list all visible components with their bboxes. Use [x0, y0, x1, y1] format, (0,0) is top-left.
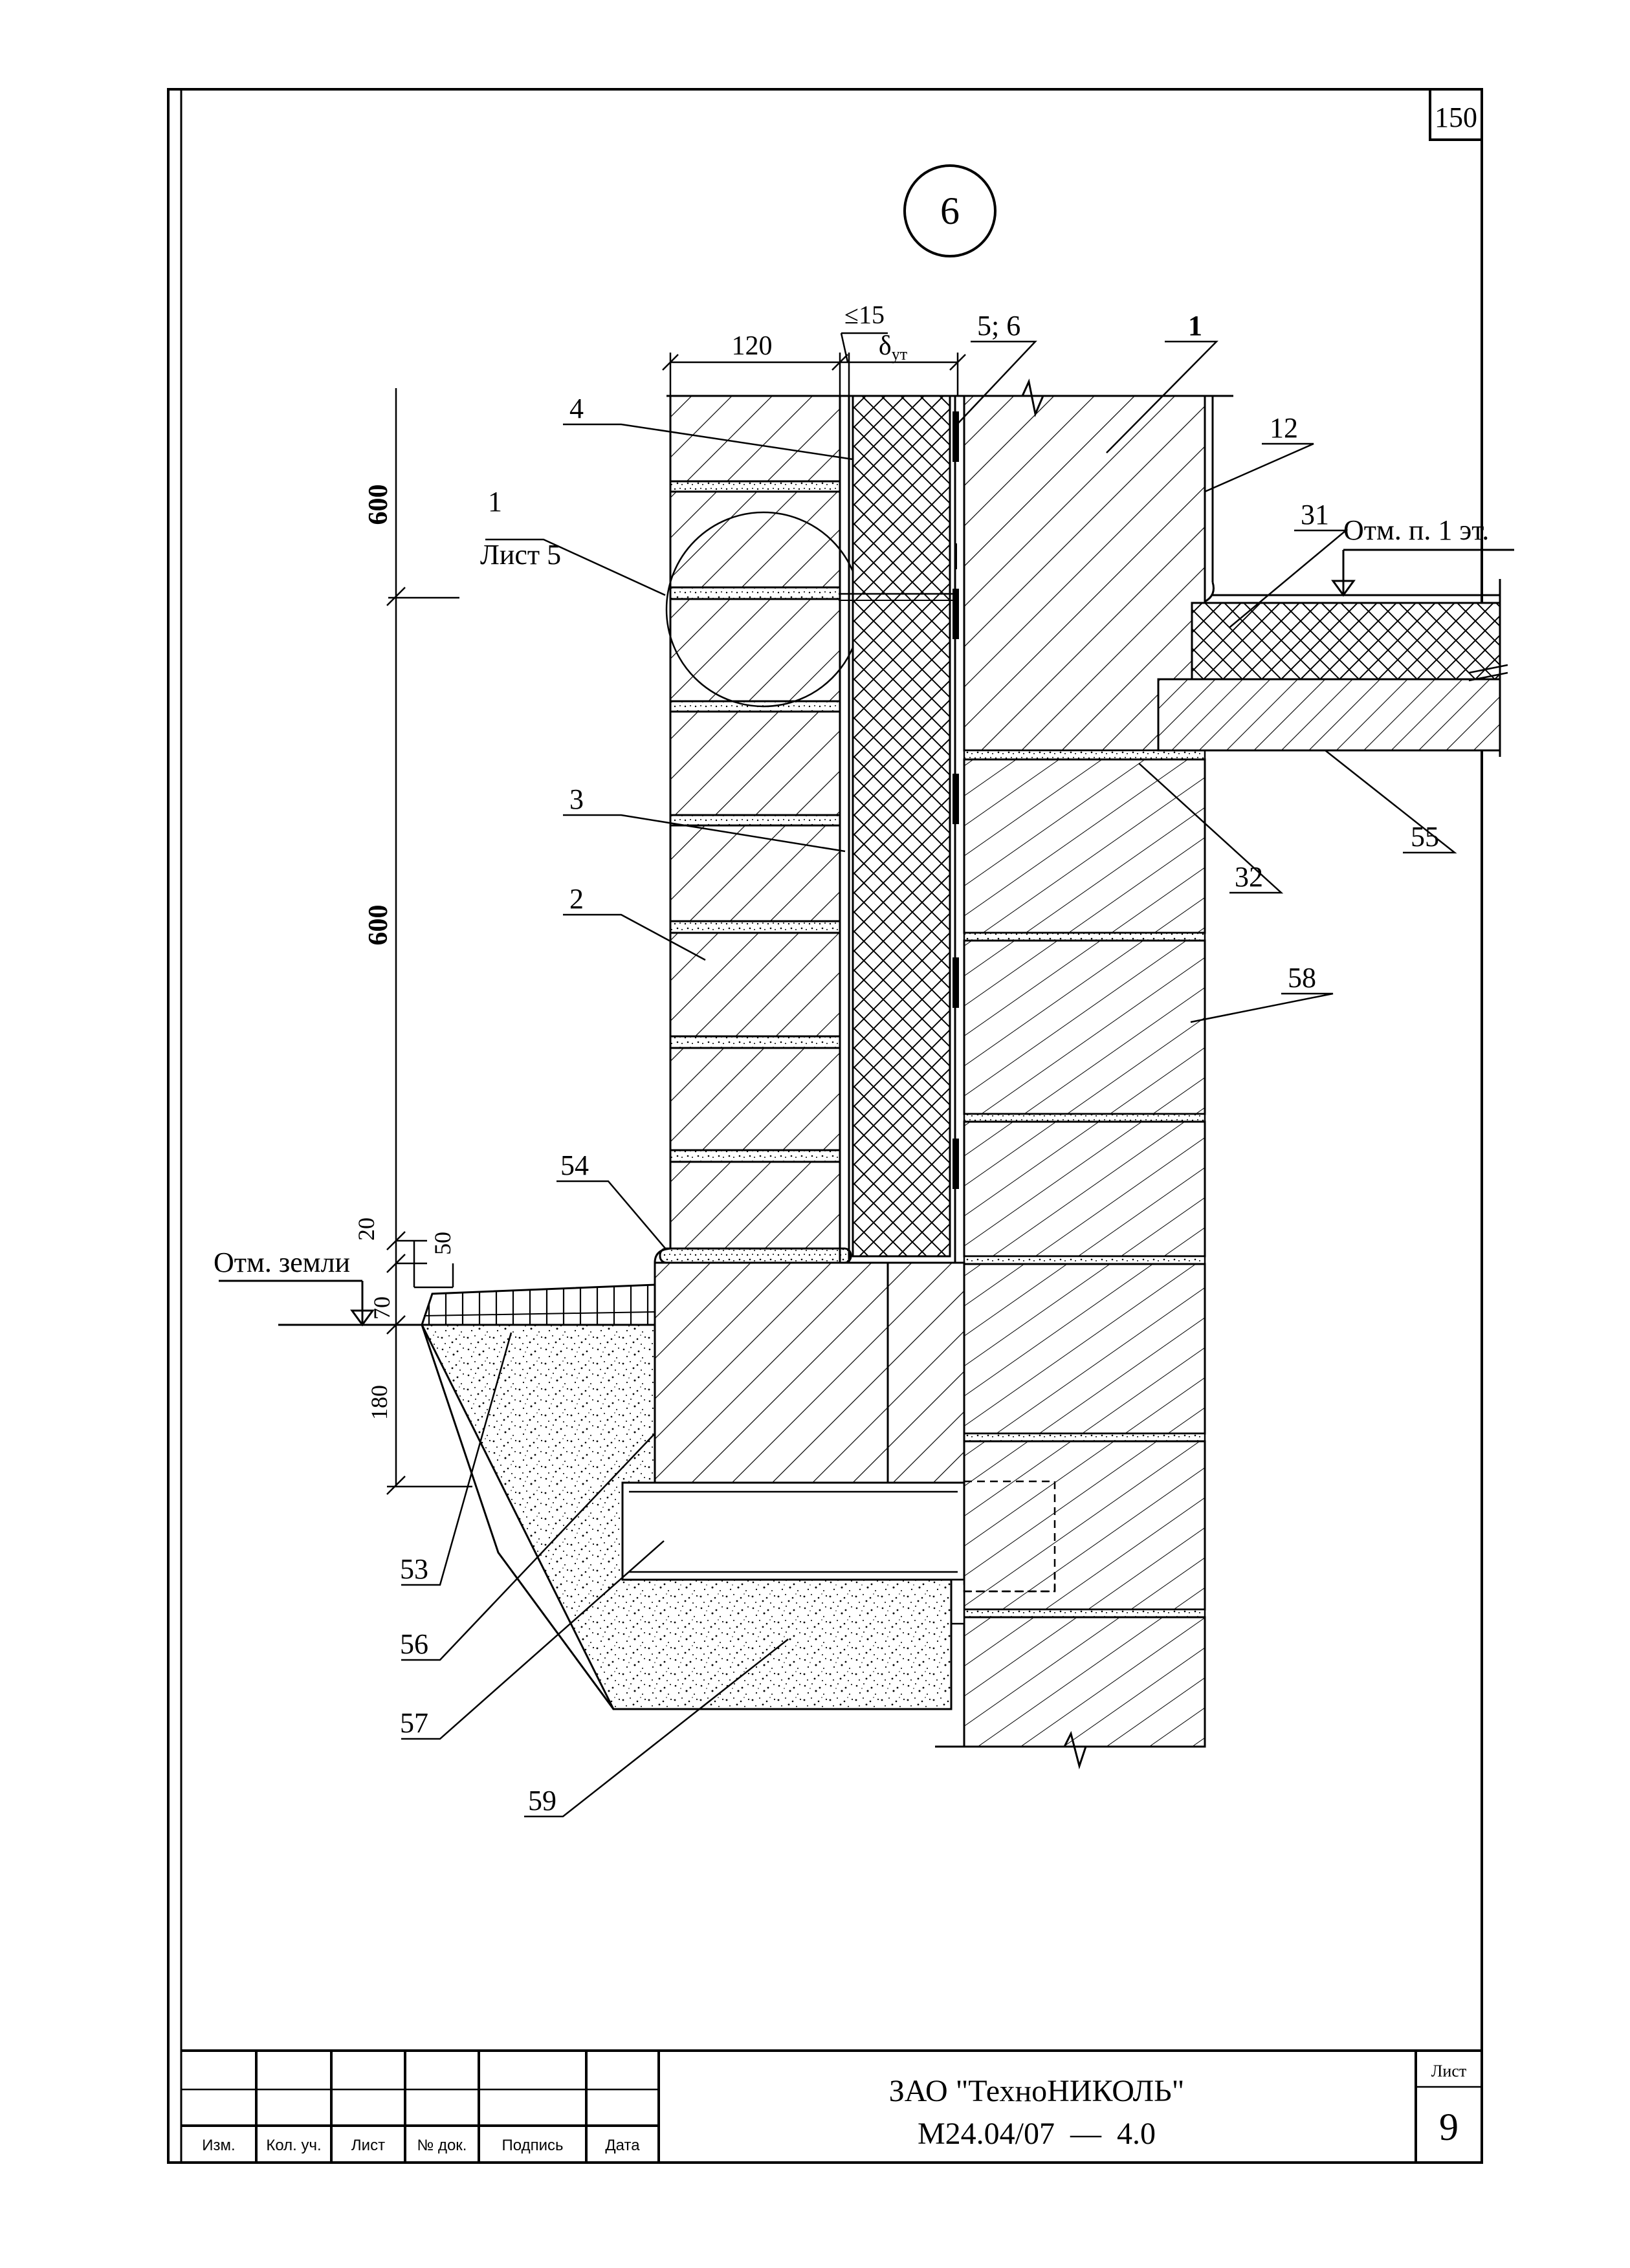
callout-55: 55 [1411, 821, 1439, 853]
callout-56: 56 [400, 1628, 428, 1660]
callout-59: 59 [528, 1785, 556, 1816]
corner-number: 150 [1435, 102, 1477, 133]
callout-2: 2 [569, 883, 584, 915]
floor-slab [1157, 579, 1508, 757]
header-signature: Подпись [502, 2137, 564, 2154]
plinth-block [654, 1247, 965, 1484]
title-block-headers: Изм. Кол. уч. Лист № док. Подпись Дата [202, 2137, 640, 2154]
callout-leaders [401, 340, 1457, 1818]
dim-brick-width: 120 [732, 331, 773, 361]
dim-70: 70 [369, 1296, 395, 1320]
dim-50: 50 [430, 1232, 456, 1255]
floor-level-mark: Отм. п. 1 эт. [1331, 514, 1514, 597]
dimension-lines [386, 332, 966, 1495]
callout-53: 53 [400, 1553, 428, 1585]
blind-area-paving [420, 1283, 656, 1326]
header-kol-uch: Кол. уч. [266, 2137, 321, 2154]
callout-54: 54 [560, 1150, 589, 1181]
header-doc-no: № док. [417, 2137, 467, 2154]
sand-backfill [420, 1324, 953, 1710]
header-date: Дата [605, 2137, 640, 2154]
dim-height-middle: 600 [364, 905, 393, 946]
facing-brick-wall [659, 395, 862, 1264]
title-sheet-label: Лист [1431, 2062, 1466, 2080]
title-company: ЗАО "ТехноНИКОЛЬ" [889, 2074, 1185, 2108]
dim-gap: ≤15 [844, 300, 885, 329]
callout-1-left: 1 [488, 486, 502, 518]
title-block [181, 2049, 1482, 2163]
header-list: Лист [351, 2137, 385, 2154]
floor-level-label: Отм. п. 1 эт. [1343, 514, 1489, 546]
callout-5-6: 5; 6 [977, 310, 1020, 342]
corner-number-box [1429, 88, 1483, 141]
title-sheet-number: 9 [1439, 2106, 1459, 2148]
insulation-layer [852, 395, 951, 1258]
ground-level-label: Отм. земли [214, 1247, 350, 1278]
title-doc-code: М24.04/07 — 4.0 [918, 2117, 1156, 2151]
callout-1-top: 1 [1188, 310, 1202, 342]
dim-height-upper: 600 [364, 485, 393, 525]
dim-20: 20 [353, 1217, 379, 1241]
callout-58: 58 [1288, 962, 1316, 994]
ground-level-mark: Отм. земли [214, 1247, 422, 1327]
dim-insulation: δут [879, 331, 907, 364]
callout-57: 57 [400, 1707, 428, 1739]
callout-1-left-sheet: Лист 5 [480, 539, 561, 571]
sheet-outer-frame [167, 88, 1483, 2164]
detail-number-circle [903, 164, 997, 257]
detail-number: 6 [940, 190, 960, 232]
callout-3: 3 [569, 783, 584, 815]
dim-180: 180 [366, 1385, 392, 1420]
load-bearing-wall [666, 378, 1233, 1770]
callout-32: 32 [1235, 861, 1263, 893]
callout-4: 4 [569, 393, 584, 424]
header-izm: Изм. [202, 2137, 235, 2154]
callout-12: 12 [1270, 412, 1298, 444]
callout-labels: 1 5; 6 12 31 4 1 Лист 5 3 2 32 55 58 54 … [400, 310, 1439, 1816]
callout-31: 31 [1301, 499, 1329, 530]
